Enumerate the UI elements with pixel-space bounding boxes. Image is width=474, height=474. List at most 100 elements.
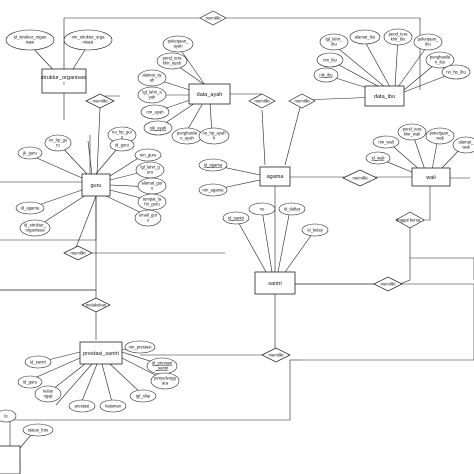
- attr-to[interactable]: to: [0, 409, 17, 423]
- entity-label: wali: [425, 175, 435, 181]
- relationship-memiliki-wali-santri[interactable]: memiliki: [373, 276, 403, 292]
- attr-nik-ibu[interactable]: nik_ibu: [313, 67, 339, 83]
- attr-id-santri-prestasi[interactable]: id_santri: [24, 355, 52, 369]
- attr-prestasi[interactable]: prestasi: [68, 399, 96, 413]
- attr-id-kelas[interactable]: id_kelas: [301, 223, 329, 237]
- svg-text:id_agama: id_agama: [204, 163, 223, 168]
- relationship-tinggal-bersama[interactable]: tinggal bersa...: [395, 211, 425, 229]
- attr-no-hp-ibu[interactable]: no_hp_ibu: [441, 64, 471, 80]
- attr-no[interactable]: no: [248, 202, 276, 216]
- attr-nm-ayah[interactable]: nm_ayah: [140, 104, 170, 120]
- entity-guru[interactable]: guru: [81, 173, 111, 197]
- entity-data-ibu[interactable]: data_ibu: [364, 85, 405, 107]
- entity-data-ayah[interactable]: data_ayah: [188, 83, 231, 105]
- attr-id-daftar[interactable]: id_daftar: [278, 202, 306, 216]
- attr-id-struktur-guru[interactable]: id_struktur_organisasi: [19, 219, 51, 237]
- attr-nm-agama[interactable]: nm_agama: [198, 183, 228, 197]
- entity-label: santri: [268, 281, 281, 287]
- svg-text:memiliki: memiliki: [380, 282, 395, 287]
- attr-id-agama[interactable]: id_agama: [198, 158, 228, 172]
- attr-status-foto[interactable]: status_foto: [22, 423, 54, 437]
- relationship-melakukan[interactable]: melakukan: [81, 297, 111, 313]
- attr-tgl-lahir-ibu[interactable]: tgl_lahir_ibu: [319, 33, 349, 51]
- svg-text:pekerjaan_ibu: pekerjaan_ibu: [418, 37, 439, 47]
- svg-text:halaman: halaman: [105, 404, 122, 409]
- attr-pekerjaan-wali[interactable]: pekerjaan_wali: [425, 127, 455, 145]
- relationship-memiliki-guru-santri[interactable]: memiliki: [63, 245, 93, 261]
- entity-struktur-organisasi[interactable]: struktur_organisas i: [41, 68, 88, 94]
- attr-id-guru[interactable]: id_guru: [109, 138, 135, 152]
- relationship-memiliki-top[interactable]: memiliki: [199, 10, 227, 26]
- svg-text:memiliki: memiliki: [92, 99, 107, 104]
- relationship-memiliki-wali[interactable]: memiliki: [342, 169, 378, 187]
- relationship-memiliki-guru[interactable]: memiliki: [85, 93, 115, 109]
- attr-id-santri[interactable]: id_santri: [222, 211, 250, 225]
- attr-nm-guru[interactable]: nm_guru: [134, 148, 162, 162]
- svg-text:no_hp_guru: no_hp_guru: [49, 138, 68, 148]
- entity-prestasi-santri[interactable]: prestasi_santri: [79, 341, 123, 365]
- svg-text:alamat_wali: alamat_wali: [459, 140, 474, 150]
- svg-text:melakukan: melakukan: [86, 303, 107, 308]
- svg-text:id_daftar: id_daftar: [284, 207, 301, 212]
- attr-tgl-nilai[interactable]: tgl_nilai: [129, 389, 157, 403]
- svg-text:alamat_guru: alamat_guru: [142, 181, 164, 191]
- entity-label: prestasi_santri: [83, 351, 119, 357]
- attr-nm-prestasi[interactable]: nm_prestasi: [124, 340, 156, 354]
- entity-label: data_ayah: [197, 92, 223, 98]
- svg-text:memiliki: memiliki: [352, 176, 367, 181]
- attr-id-prestasi-santri[interactable]: id_prestasi_santri: [146, 357, 178, 375]
- svg-text:id_santri: id_santri: [30, 360, 46, 365]
- attr-id-guru-prestasi[interactable]: id_guru: [17, 375, 43, 389]
- relationship-memiliki-ayah[interactable]: memiliki: [248, 93, 276, 109]
- svg-text:id_wali: id_wali: [372, 156, 385, 161]
- attr-nik-ayah[interactable]: nik_ayah: [143, 120, 173, 136]
- entity-santri[interactable]: santri: [254, 271, 296, 295]
- svg-text:nik_ayah: nik_ayah: [150, 126, 167, 131]
- attr-jk-guru[interactable]: jk_guru: [17, 146, 43, 160]
- attr-id-wali[interactable]: id_wali: [365, 151, 391, 165]
- svg-text:tempat_lahir_guru: tempat_lahir_guru: [143, 197, 162, 207]
- attr-alamat-ibu[interactable]: alamat_ibu: [349, 29, 381, 45]
- relationship-memiliki-bottom[interactable]: memiliki: [261, 347, 291, 363]
- svg-text:nm_agama: nm_agama: [203, 188, 225, 193]
- attr-pekerjaan-ayah[interactable]: pekerjaan_ayah: [162, 35, 194, 53]
- entity-label: data_ibu: [374, 94, 395, 100]
- relationship-memiliki-ibu[interactable]: memiliki: [288, 93, 316, 109]
- svg-text:nm_ayah: nm_ayah: [146, 110, 164, 115]
- attr-nm-ibu[interactable]: nm_ibu: [316, 52, 344, 68]
- entity-agama[interactable]: agama: [259, 166, 291, 187]
- attr-pekerjaan-ibu[interactable]: pekerjaan_ibu: [413, 33, 443, 51]
- attr-alamat-wali[interactable]: alamat_wali: [452, 136, 474, 154]
- svg-text:id_agama: id_agama: [21, 206, 40, 211]
- svg-text:tgl_lahir_guru: tgl_lahir_guru: [140, 165, 160, 175]
- attr-id-agama-guru[interactable]: id_agama: [15, 201, 45, 215]
- attr-halaman[interactable]: halaman: [99, 399, 127, 413]
- attr-nm-wali[interactable]: nm_wali: [372, 135, 400, 149]
- entity-partial-bottom-left[interactable]: [0, 445, 21, 474]
- svg-text:memiliki: memiliki: [294, 99, 309, 104]
- entity-wali[interactable]: wali: [411, 167, 451, 187]
- svg-text:nik_ibu: nik_ibu: [319, 73, 333, 78]
- svg-text:nm_prestasi: nm_prestasi: [129, 345, 152, 350]
